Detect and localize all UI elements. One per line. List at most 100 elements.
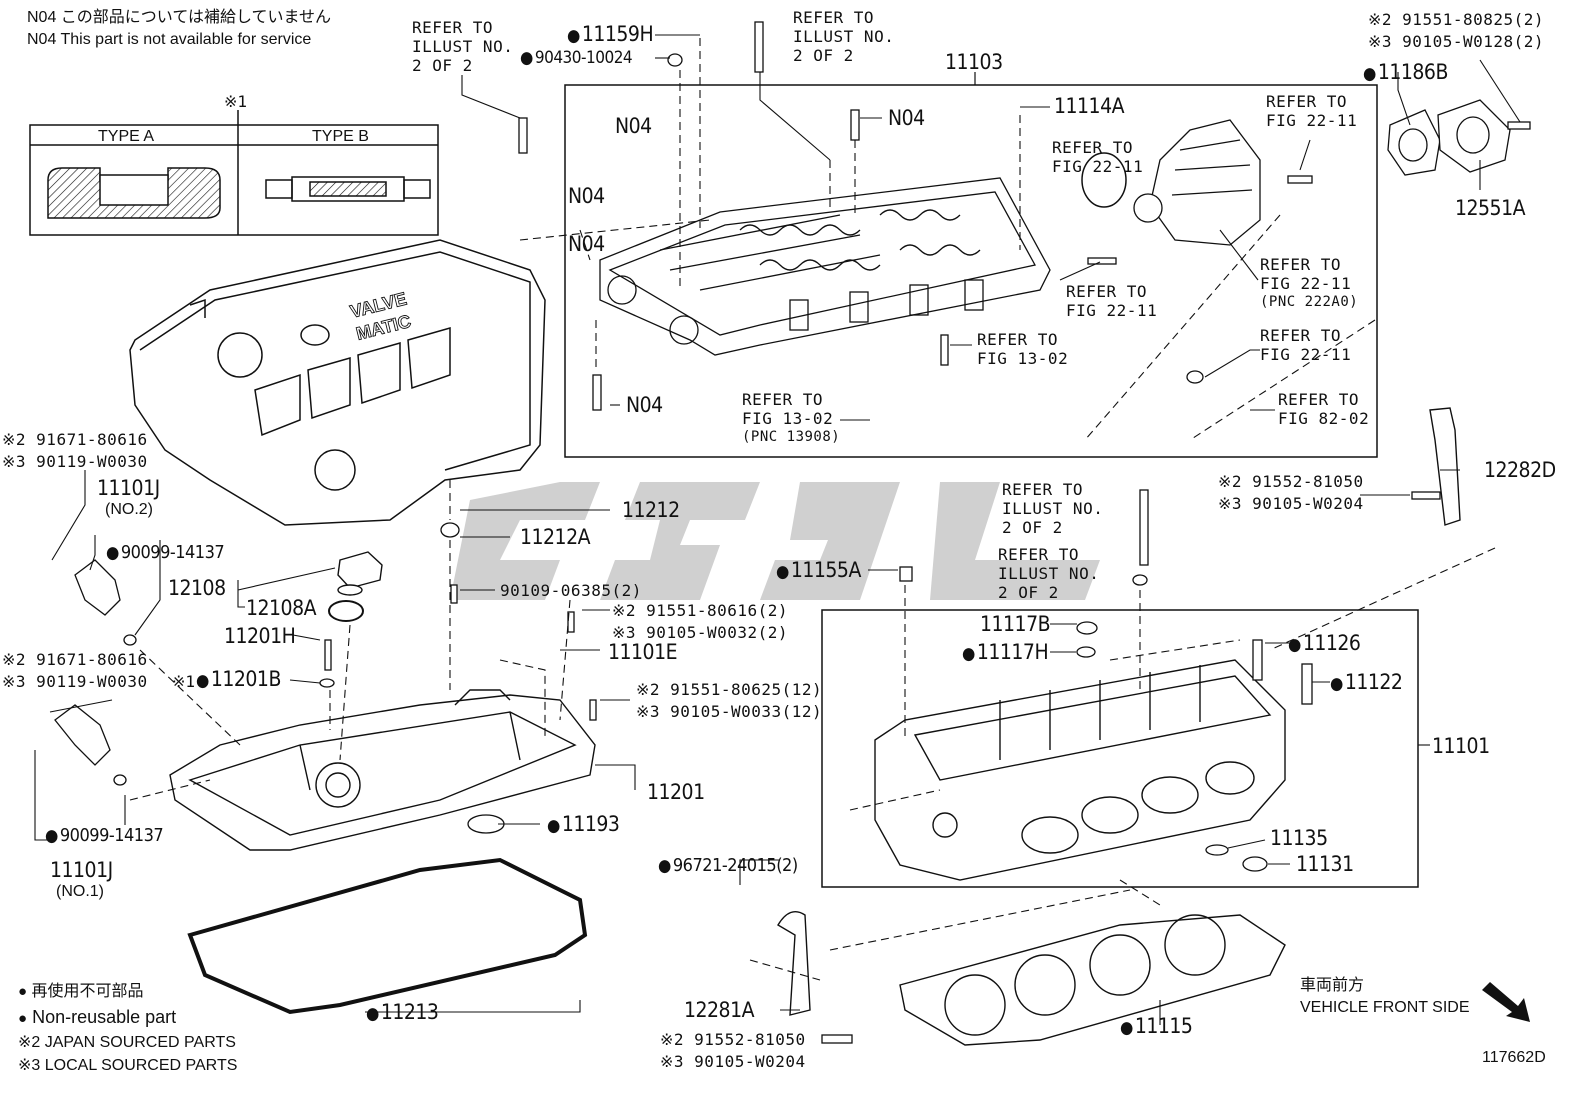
part-90105-w0128[interactable]: ※3 90105-W0128(2): [1368, 32, 1545, 51]
n04-note-jp: N04 この部品については補給していません: [27, 9, 332, 26]
part-91551-80825[interactable]: ※2 91551-80825(2): [1368, 10, 1545, 29]
part-90119-w0030-a[interactable]: ※3 90119-W0030: [2, 452, 148, 471]
part-n04-bearing-upper[interactable]: N04: [615, 114, 652, 138]
part-11155a[interactable]: 11155A: [776, 560, 862, 582]
part-11101j-no1-sub: (NO.1): [56, 883, 104, 900]
part-91552-81050-a[interactable]: ※2 91552-81050: [1218, 472, 1364, 491]
part-11213[interactable]: 11213: [366, 1002, 439, 1024]
pump-gasket-parts: [1387, 99, 1511, 176]
type-a-header: TYPE A: [98, 128, 155, 145]
part-11201[interactable]: 11201: [647, 780, 705, 804]
part-90105-w0033[interactable]: ※3 90105-W0033(12): [636, 702, 823, 721]
head-cover-gasket: [187, 857, 588, 1015]
part-11117h[interactable]: 11117H: [962, 642, 1049, 664]
part-91551-80616[interactable]: ※2 91551-80616(2): [612, 601, 789, 620]
part-11115[interactable]: 11115: [1120, 1016, 1193, 1038]
part-11186b[interactable]: 11186B: [1363, 62, 1449, 84]
part-12551a[interactable]: 12551A: [1455, 196, 1526, 220]
part-90430-10024[interactable]: 90430-10024: [520, 48, 633, 68]
part-11212[interactable]: 11212: [622, 498, 680, 522]
legend-japan-sourced: ※2 JAPAN SOURCED PARTS: [18, 1034, 236, 1051]
illustration-number: 117662D: [1482, 1049, 1546, 1066]
part-11212a[interactable]: 11212A: [520, 525, 591, 549]
part-11101j-no2[interactable]: 11101J: [97, 476, 160, 500]
engine-cover: [129, 239, 546, 526]
part-11101e[interactable]: 11101E: [608, 640, 678, 664]
part-11159h[interactable]: 11159H: [567, 24, 654, 46]
type-b-header: TYPE B: [312, 128, 369, 145]
part-11193[interactable]: 11193: [547, 814, 620, 836]
camshaft-housing-frame: [564, 84, 1378, 458]
part-91671-80616-a[interactable]: ※2 91671-80616: [2, 430, 148, 449]
engine-hanger-front: [777, 911, 811, 1016]
oil-cap-gasket: [328, 600, 364, 622]
part-91552-81050-b[interactable]: ※2 91552-81050: [660, 1030, 806, 1049]
part-11114a[interactable]: 11114A: [1054, 94, 1125, 118]
part-90105-w0032[interactable]: ※3 90105-W0032(2): [612, 623, 789, 642]
seal-type-inset: [29, 110, 439, 236]
part-12281a[interactable]: 12281A: [684, 998, 755, 1022]
part-11117b[interactable]: 11117B: [980, 612, 1051, 636]
legend-nonreusable-en: ● Non-reusable part: [18, 1007, 177, 1027]
camshaft-housing: [599, 177, 1051, 356]
part-11101j-no2-sub: (NO.2): [105, 501, 153, 518]
cylinder-head-frame: [821, 609, 1419, 888]
part-90099-14137-b[interactable]: 90099-14137: [45, 826, 164, 846]
part-n04-bearing-lower[interactable]: N04: [568, 184, 605, 208]
watermark-logo: [450, 482, 1100, 600]
part-90105-w0204-b[interactable]: ※3 90105-W0204: [660, 1052, 806, 1071]
part-11103[interactable]: 11103: [945, 50, 1003, 74]
oil-filler-cap: [337, 551, 383, 596]
oil-control-valve-no1: [54, 704, 127, 786]
part-12282d[interactable]: 12282D: [1484, 458, 1556, 482]
vehicle-front-arrow: [1482, 982, 1530, 1022]
part-11101j-no1[interactable]: 11101J: [50, 858, 113, 882]
legend-nonreusable-jp: ● 再使用不可部品: [18, 983, 144, 1000]
cylinder-head: [874, 659, 1286, 881]
part-11201b[interactable]: 11201B: [196, 669, 282, 691]
part-11131[interactable]: 11131: [1296, 852, 1354, 876]
part-90105-w0204-a[interactable]: ※3 90105-W0204: [1218, 494, 1364, 513]
part-11101[interactable]: 11101: [1432, 734, 1490, 758]
part-n04-pin[interactable]: N04: [626, 393, 663, 417]
part-90109-06385[interactable]: 90109-06385(2): [500, 581, 642, 600]
oil-control-valve-no2: [74, 559, 137, 646]
dashed-alignment-lines: [129, 38, 1496, 981]
part-96721-24015[interactable]: 96721-24015(2): [658, 856, 798, 876]
part-11201b-marker: ※1: [172, 672, 196, 691]
cylinder-head-gasket: [899, 914, 1286, 1046]
part-12108[interactable]: 12108: [168, 576, 226, 600]
part-90119-w0030-b[interactable]: ※3 90119-W0030: [2, 672, 148, 691]
part-12108a[interactable]: 12108A: [246, 596, 317, 620]
vacuum-pump: [1133, 119, 1261, 246]
inset-marker: ※1: [224, 92, 248, 111]
part-11201h[interactable]: 11201H: [224, 624, 296, 648]
part-n04-plug[interactable]: N04: [568, 232, 605, 256]
part-91551-80625[interactable]: ※2 91551-80625(12): [636, 680, 823, 699]
part-11135[interactable]: 11135: [1270, 826, 1328, 850]
vehicle-front-en: VEHICLE FRONT SIDE: [1300, 999, 1470, 1016]
cylinder-head-cover: [169, 689, 596, 851]
part-90099-14137-a[interactable]: 90099-14137: [106, 543, 225, 563]
part-n04-bolt[interactable]: N04: [888, 106, 925, 130]
engine-hanger-rear: [1429, 407, 1461, 526]
part-11126[interactable]: 11126: [1288, 633, 1361, 655]
part-91671-80616-b[interactable]: ※2 91671-80616: [2, 650, 148, 669]
vehicle-front-jp: 車両前方: [1300, 977, 1365, 994]
n04-note-en: N04 This part is not available for servi…: [27, 31, 312, 48]
part-11122[interactable]: 11122: [1330, 672, 1403, 694]
